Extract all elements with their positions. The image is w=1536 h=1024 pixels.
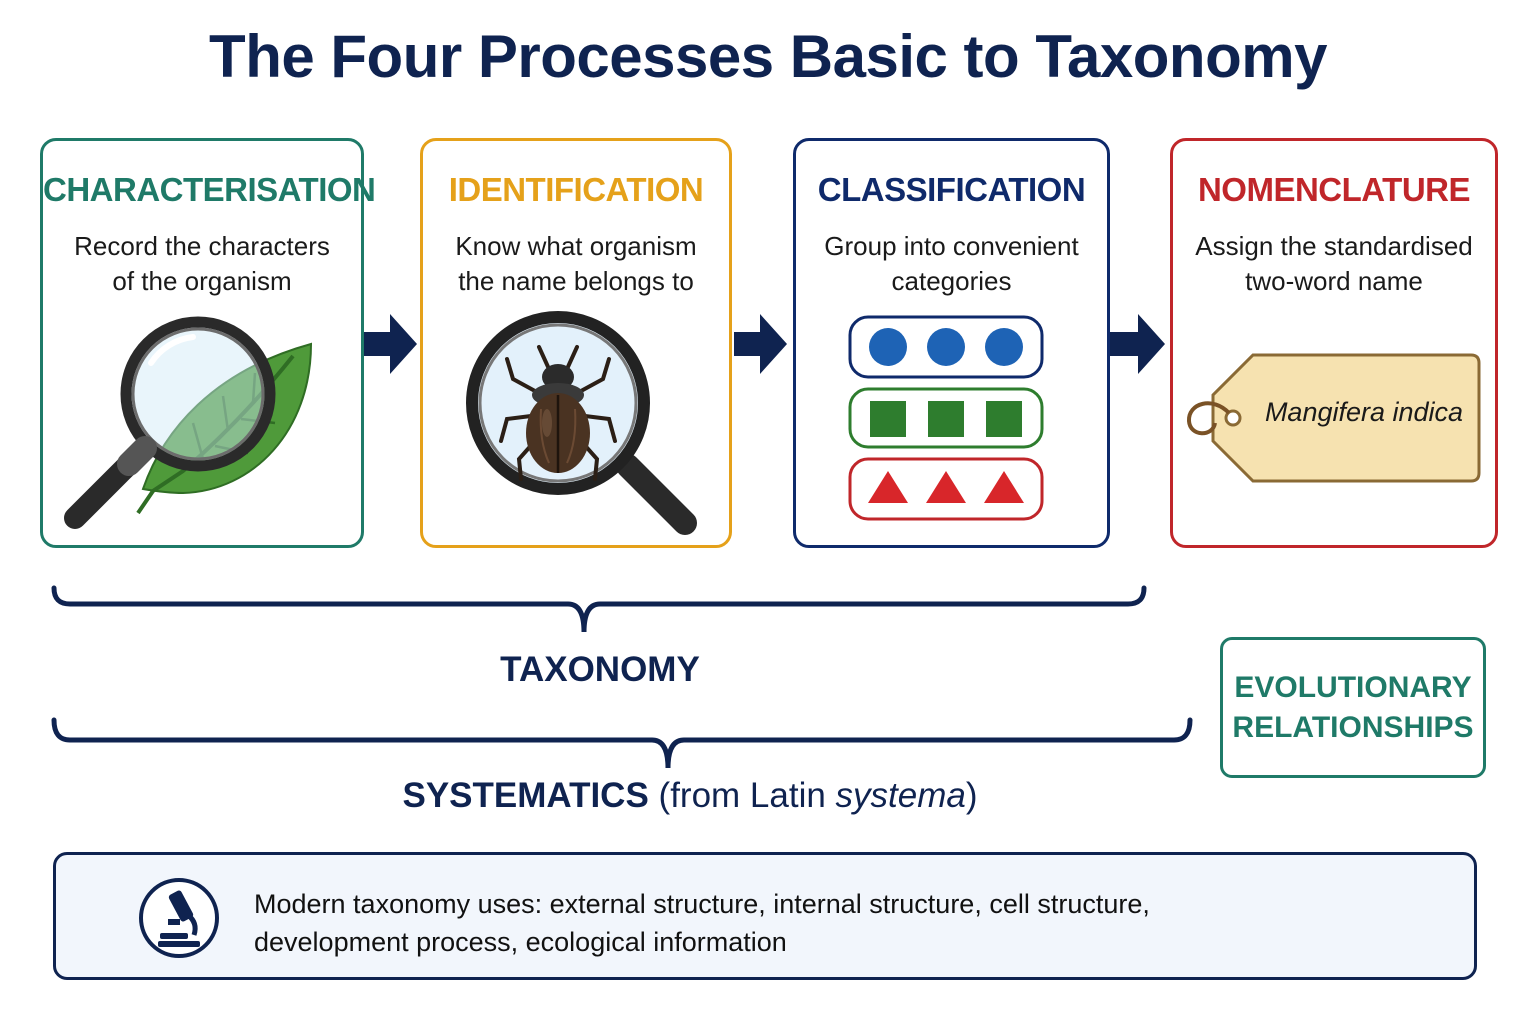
systematics-latin: systema [835,776,966,815]
footer-note: Modern taxonomy uses: external structure… [53,852,1477,980]
card-desc-line: Assign the standardised [1195,231,1473,261]
card-title: IDENTIFICATION [448,171,704,208]
card-nomenclature: NOMENCLATURE Assign the standardised two… [1170,138,1498,548]
footer-line: development process, ecological informat… [254,927,787,957]
card-description: Record the characters of the organism [53,229,351,299]
systematics-paren-close: ) [965,776,978,815]
taxonomy-brace [51,585,1147,633]
card-description: Assign the standardised two-word name [1183,229,1485,299]
card-title: CLASSIFICATION [817,171,1086,208]
card-desc-line: Group into convenient [824,231,1079,261]
card-desc-line: two-word name [1245,266,1423,296]
card-characterisation: CHARACTERISATION Record the characters o… [40,138,376,548]
footer-line: Modern taxonomy uses: external structure… [254,889,1150,919]
evolutionary-line: EVOLUTIONARY [1234,670,1472,704]
card-desc-line: the name belongs to [458,266,694,296]
card-desc-line: of the organism [112,266,292,296]
arrow-right-icon [364,314,417,374]
card-identification: IDENTIFICATION Know what organism the na… [420,138,732,548]
systematics-main: SYSTEMATICS [402,776,649,815]
microscope-icon [139,878,219,958]
name-tag-icon [1187,353,1481,483]
arrow-right-icon [734,314,787,374]
card-title: NOMENCLATURE [1197,171,1471,208]
taxonomy-label: TAXONOMY [500,650,700,689]
card-description: Group into convenient categories [806,229,1097,299]
card-description: Know what organism the name belongs to [433,229,719,299]
card-title: CHARACTERISATION [43,171,376,208]
name-tag-label: Mangifera indica [1264,397,1464,427]
grouped-shapes-icon [848,315,1044,521]
page-title: The Four Processes Basic to Taxonomy [209,23,1327,90]
systematics-paren-open: (from Latin [658,776,836,815]
card-desc-line: categories [891,266,1012,296]
evolutionary-line: RELATIONSHIPS [1232,710,1474,744]
evolutionary-relationships-box: EVOLUTIONARY RELATIONSHIPS [1220,637,1486,778]
systematics-brace [51,717,1193,769]
systematics-label: SYSTEMATICS (from Latin systema) [300,776,1080,816]
magnifier-leaf-icon [64,316,313,529]
arrow-right-icon [1110,314,1165,374]
magnifier-beetle-icon [466,311,697,535]
card-desc-line: Know what organism [455,231,697,261]
footer-text: Modern taxonomy uses: external structure… [254,885,1254,961]
card-classification: CLASSIFICATION Group into convenient cat… [793,138,1110,548]
card-desc-line: Record the characters [74,231,330,261]
